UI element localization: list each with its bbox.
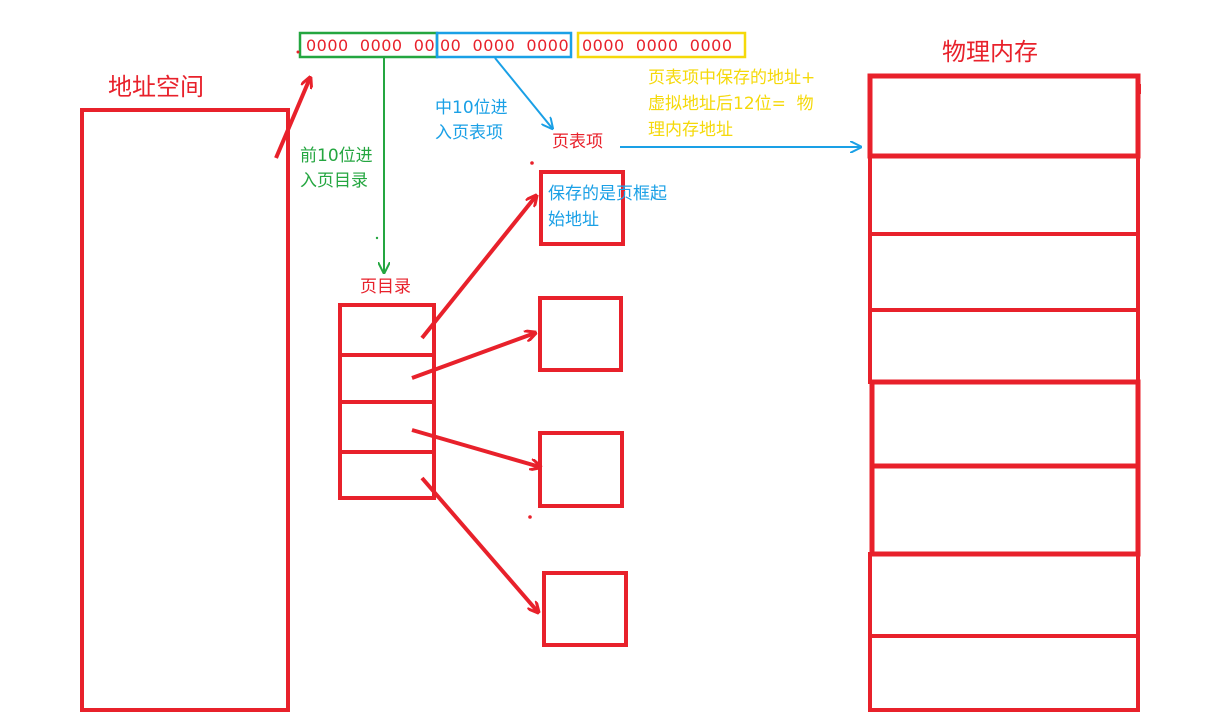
page-table-entry-label: 页表项 bbox=[552, 132, 603, 152]
mem-frame-3 bbox=[868, 232, 1140, 312]
pd-entry-1 bbox=[338, 303, 436, 357]
address-space-box bbox=[80, 108, 290, 712]
mid-10-bits-label-line2: 入页表项 bbox=[435, 123, 503, 143]
address-space-label: 地址空间 bbox=[108, 73, 204, 101]
mem-frame-5 bbox=[869, 379, 1141, 469]
bits-green-text: 0000 0000 00 bbox=[306, 36, 436, 55]
first-10-bits-label-line1: 前10位进 bbox=[300, 146, 373, 166]
physical-memory-stack bbox=[867, 73, 1141, 712]
frame-start-note-line1: 保存的是页框起 bbox=[548, 184, 667, 204]
mem-frame-1 bbox=[867, 73, 1141, 159]
mid-10-bits-label-line1: 中10位进 bbox=[435, 98, 508, 118]
first-10-bits-label-line2: 入页目录 bbox=[300, 171, 368, 191]
bits-yellow-text: 0000 0000 0000 bbox=[582, 36, 733, 55]
address-to-bits-arrow bbox=[274, 78, 310, 159]
page-table-3 bbox=[538, 431, 624, 508]
bits-blue-text: 00 0000 0000 bbox=[440, 36, 570, 55]
page-directory-label: 页目录 bbox=[360, 277, 411, 297]
stray-dot-1 bbox=[296, 50, 300, 54]
bits-yellow-box bbox=[576, 31, 747, 59]
mem-frame-6 bbox=[869, 463, 1141, 557]
stray-dot-4 bbox=[375, 236, 379, 240]
pd-entry-4 bbox=[338, 450, 436, 500]
pd-entry-2 bbox=[338, 353, 436, 404]
frame-start-note-line2: 始地址 bbox=[548, 210, 599, 230]
stray-dot-2 bbox=[530, 161, 534, 165]
pte-note-line3: 理内存地址 bbox=[648, 120, 733, 140]
pd-arrow-2 bbox=[411, 333, 535, 380]
pte-note-line2: 虚拟地址后12位= 物 bbox=[648, 94, 814, 114]
pd-arrow-1 bbox=[420, 196, 536, 340]
pd-entry-3 bbox=[338, 400, 436, 454]
mem-frame-2 bbox=[868, 154, 1140, 236]
mem-frame-8 bbox=[868, 634, 1140, 712]
pd-arrow-4 bbox=[420, 476, 538, 612]
page-directory-stack bbox=[338, 303, 436, 500]
mem-frame-4 bbox=[868, 308, 1140, 384]
bits-blue-box bbox=[435, 31, 573, 59]
page-table-2 bbox=[538, 296, 623, 372]
page-table-4 bbox=[542, 571, 628, 647]
pte-note-line1: 页表项中保存的地址+ bbox=[648, 68, 816, 88]
pd-arrow-3 bbox=[411, 428, 540, 467]
page-table-1 bbox=[539, 170, 625, 246]
blue-arrow-to-pte bbox=[494, 57, 552, 128]
stray-dot-3 bbox=[528, 515, 532, 519]
mem-frame-7 bbox=[868, 552, 1140, 638]
physical-memory-label: 物理内存 bbox=[942, 38, 1038, 66]
